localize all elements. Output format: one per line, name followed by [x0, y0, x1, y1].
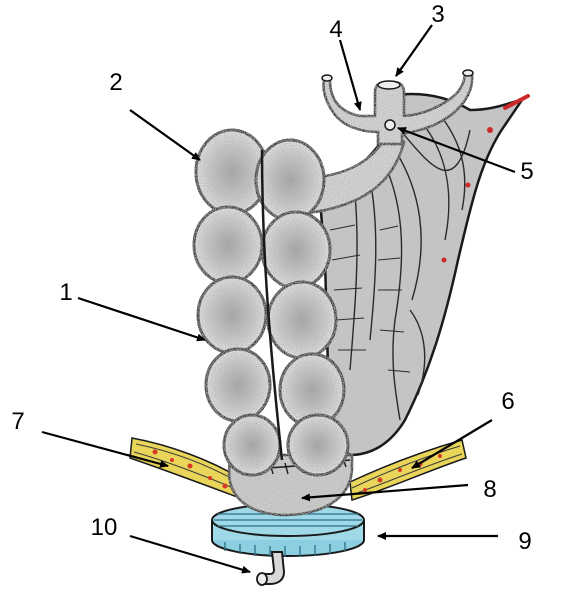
label-2: 2 — [109, 69, 123, 96]
arrow-3 — [395, 24, 433, 77]
muscle-bands — [129, 437, 467, 501]
leader-arrows — [41, 24, 516, 574]
label-7: 7 — [11, 408, 25, 435]
arrow-7 — [41, 430, 169, 468]
label-4: 4 — [329, 16, 343, 43]
label-1: 1 — [59, 279, 73, 306]
arrow-6 — [411, 419, 493, 469]
label-8: 8 — [483, 476, 497, 503]
outlet-tube — [256, 551, 286, 586]
label-3: 3 — [431, 1, 445, 28]
arrow-1 — [77, 296, 206, 342]
arrow-8 — [301, 483, 469, 502]
mesentery — [318, 92, 530, 457]
label-6: 6 — [501, 388, 515, 415]
arrow-4 — [338, 39, 362, 111]
upper-tube — [298, 130, 406, 216]
lobed-body — [192, 128, 350, 477]
arrow-10 — [129, 534, 251, 574]
base-disc — [211, 503, 365, 557]
branching-vessel — [321, 69, 474, 146]
arrow-2 — [129, 109, 201, 161]
label-5: 5 — [520, 158, 534, 185]
label-9: 9 — [518, 528, 532, 555]
label-10: 10 — [90, 514, 118, 541]
arrow-5 — [397, 126, 516, 174]
